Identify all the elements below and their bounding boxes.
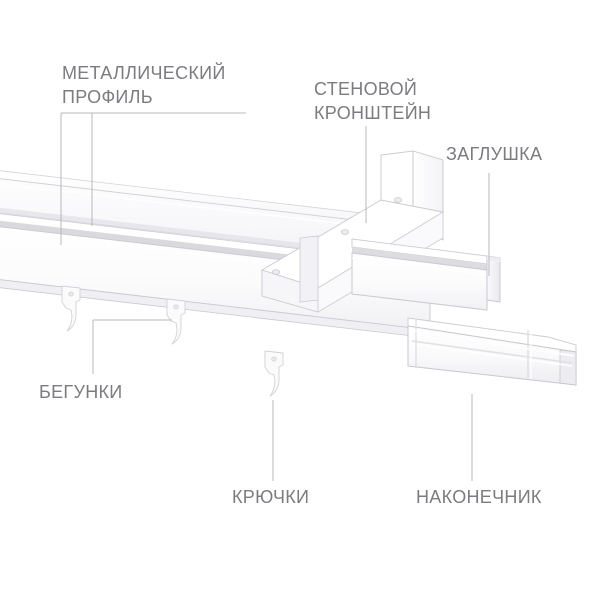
runner-1 [61, 285, 81, 332]
callout-finial: НАКОНЕЧНИК [416, 487, 542, 507]
runner-2 [166, 298, 186, 345]
back-rail [0, 170, 389, 259]
right-rail-segment [351, 238, 488, 311]
runner-3 [264, 350, 284, 397]
callout-end-cap: ЗАГЛУШКА [446, 144, 543, 164]
end-cap [486, 255, 501, 303]
callout-hooks: КРЮЧКИ [232, 487, 310, 507]
leader-runners [92, 319, 172, 374]
finial [407, 317, 577, 386]
callout-wall-bracket: СТЕНОВОЙ КРОНШТЕЙН [314, 79, 432, 123]
callout-runners: БЕГУНКИ [39, 382, 123, 402]
leader-metal-profile [60, 112, 246, 245]
callout-metal-profile: МЕТАЛЛИЧЕСКИЙ ПРОФИЛЬ [62, 63, 226, 107]
